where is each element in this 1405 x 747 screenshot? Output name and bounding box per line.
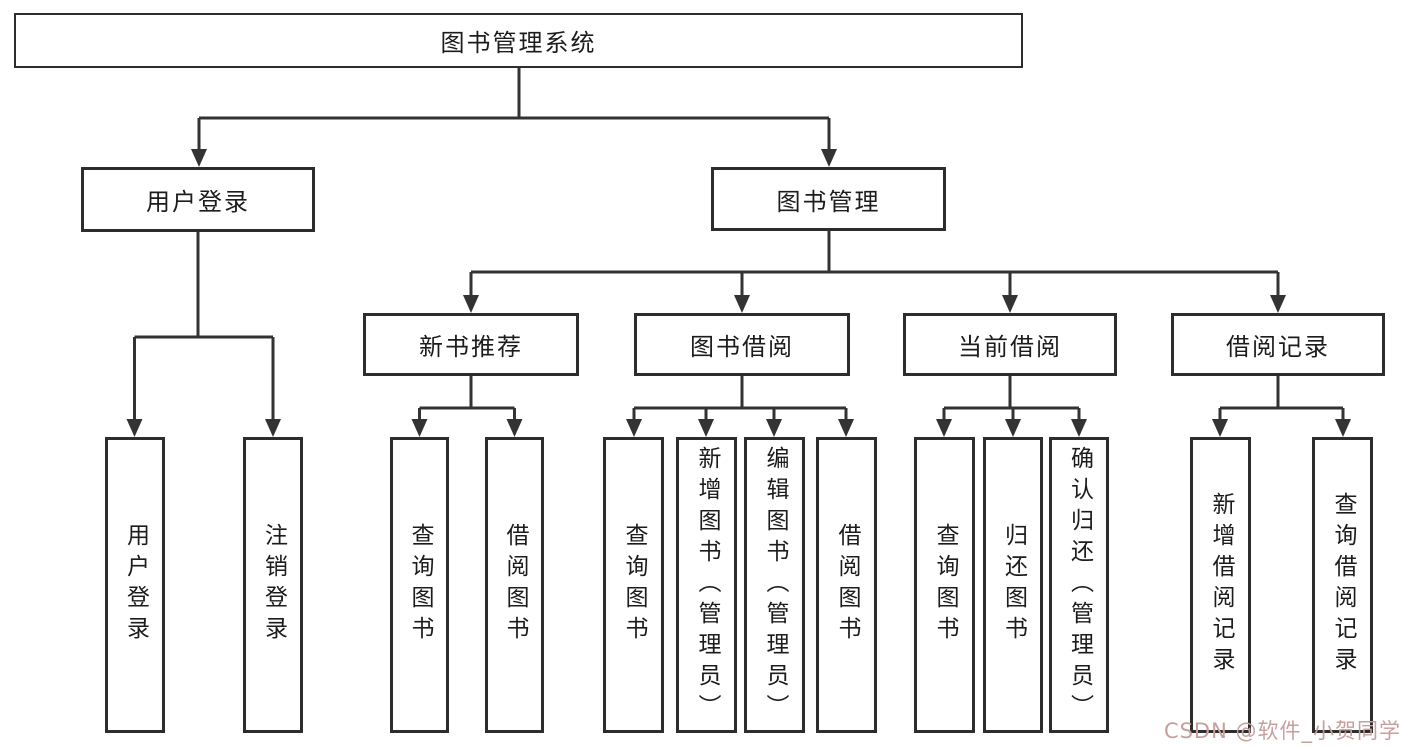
node-book-management-label: 图书管理 — [776, 187, 881, 216]
leaf-return-books: 归还图书 — [983, 437, 1043, 733]
node-book-management: 图书管理 — [711, 167, 946, 231]
leaf-confirm-return-admin-label: 确认归还（管理员） — [1066, 445, 1093, 725]
leaf-query-borrow-record-label: 查询借阅记录 — [1330, 492, 1356, 678]
leaf-add-borrow-record: 新增借阅记录 — [1190, 437, 1251, 733]
leaf-edit-books-admin: 编辑图书（管理员） — [744, 437, 805, 733]
leaf-add-borrow-record-label: 新增借阅记录 — [1208, 492, 1234, 678]
node-borrow-records: 借阅记录 — [1171, 313, 1385, 376]
leaf-query-books-recommend: 查询图书 — [390, 437, 449, 733]
leaf-logout-label: 注销登录 — [260, 523, 287, 647]
leaf-borrow-books-recommend-label: 借阅图书 — [502, 523, 528, 647]
leaf-confirm-return-admin: 确认归还（管理员） — [1049, 437, 1109, 733]
leaf-user-login: 用户登录 — [105, 437, 165, 733]
watermark: CSDN @软件_小贺同学 — [1163, 719, 1401, 743]
node-user-login-label: 用户登录 — [146, 188, 250, 216]
leaf-add-books-admin-label: 新增图书（管理员） — [694, 445, 720, 725]
node-user-login: 用户登录 — [81, 167, 315, 232]
node-root: 图书管理系统 — [14, 13, 1023, 68]
node-new-book-recommend: 新书推荐 — [363, 313, 579, 376]
node-book-borrow-label: 图书借阅 — [690, 333, 794, 361]
node-root-label: 图书管理系统 — [440, 29, 597, 57]
leaf-query-borrow-record: 查询借阅记录 — [1312, 437, 1373, 733]
leaf-query-books-current: 查询图书 — [914, 437, 975, 733]
node-current-borrow: 当前借阅 — [903, 313, 1117, 376]
node-borrow-records-label: 借阅记录 — [1226, 333, 1330, 361]
leaf-return-books-label: 归还图书 — [1000, 523, 1027, 647]
node-book-borrow: 图书借阅 — [634, 313, 850, 376]
node-current-borrow-label: 当前借阅 — [958, 333, 1062, 361]
leaf-borrow-books-recommend: 借阅图书 — [485, 437, 544, 733]
leaf-query-books-borrow: 查询图书 — [603, 437, 664, 733]
leaf-add-books-admin: 新增图书（管理员） — [676, 437, 737, 733]
leaf-logout: 注销登录 — [243, 437, 303, 733]
leaf-borrow-books-borrow-label: 借阅图书 — [834, 523, 860, 647]
leaf-query-books-current-label: 查询图书 — [932, 523, 958, 647]
leaf-query-books-borrow-label: 查询图书 — [621, 523, 647, 647]
leaf-query-books-recommend-label: 查询图书 — [407, 523, 433, 647]
leaf-edit-books-admin-label: 编辑图书（管理员） — [762, 445, 788, 725]
leaf-user-login-label: 用户登录 — [122, 523, 149, 647]
leaf-borrow-books-borrow: 借阅图书 — [816, 437, 877, 733]
node-new-book-recommend-label: 新书推荐 — [419, 333, 523, 361]
